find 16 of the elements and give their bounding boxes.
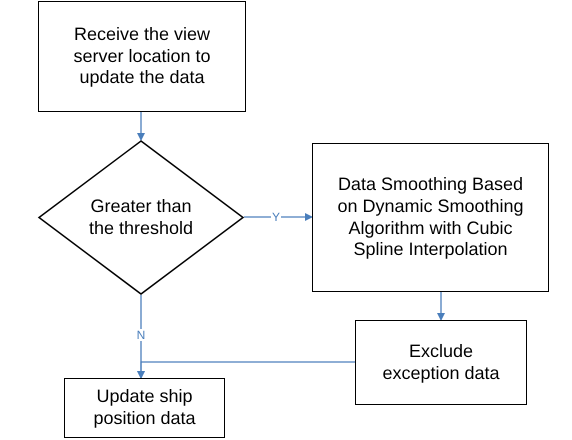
node-label: Exclude exception data xyxy=(381,340,501,384)
arrow xyxy=(137,361,355,379)
node-label: Update ship position data xyxy=(92,386,197,430)
node-label: Data Smoothing Based on Dynamic Smoothing Algorithm with Cubic Spline Interpolation xyxy=(336,174,525,261)
arrow xyxy=(137,112,145,141)
node-label: Receive the view server location to update the data xyxy=(72,24,212,89)
process-box xyxy=(38,1,246,112)
process-box xyxy=(64,378,225,438)
arrow xyxy=(437,292,445,321)
decision-diamond xyxy=(38,140,244,295)
edge-label: Y xyxy=(271,211,281,223)
process-box xyxy=(355,320,527,405)
edge-label: N xyxy=(136,329,146,341)
arrow xyxy=(244,213,313,221)
node-label: Greater than the threshold xyxy=(88,196,194,240)
process-box xyxy=(312,143,549,292)
